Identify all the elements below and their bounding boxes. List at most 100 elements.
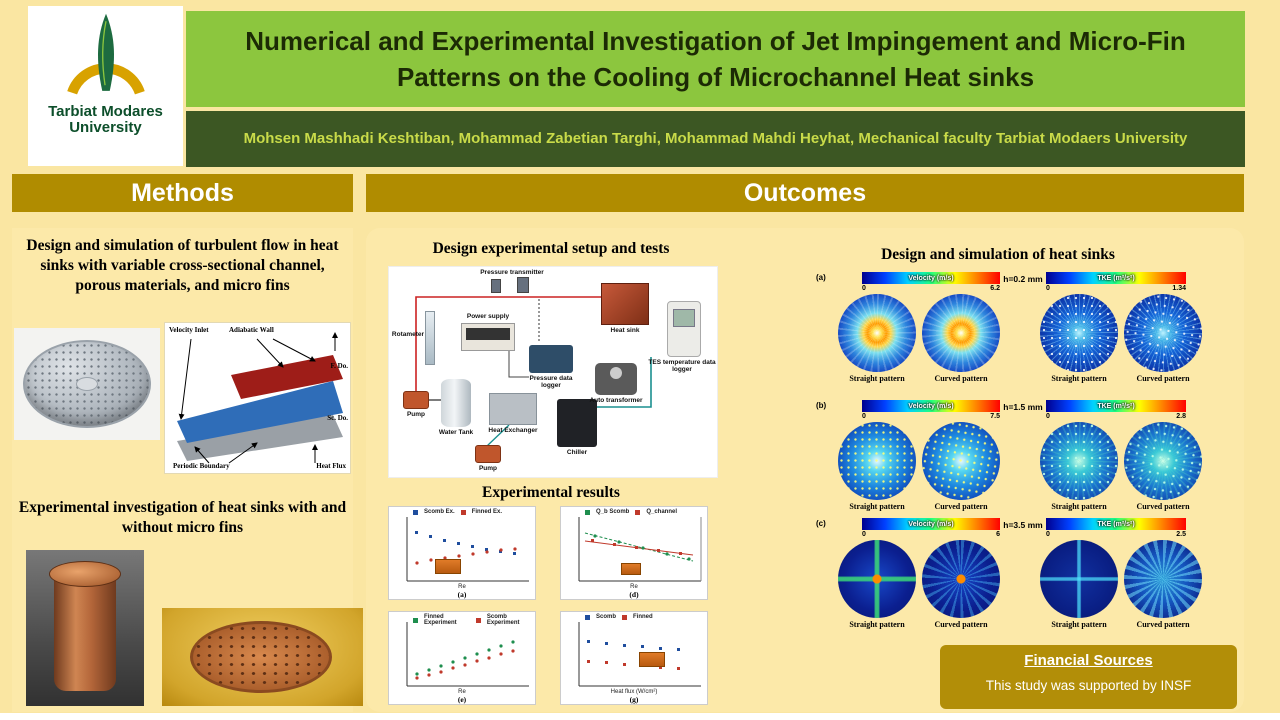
financial-sources-title: Financial Sources: [1024, 652, 1153, 669]
plot-a-legend2: Finned Ex.: [471, 509, 503, 515]
channel-schematic-image: Velocity Inlet Adiabatic Wall Periodic B…: [164, 322, 351, 474]
financial-sources-box: Financial Sources This study was support…: [940, 645, 1237, 709]
row-a-tke-max: 1.34: [1172, 285, 1186, 292]
channel-schematic-drawing: [177, 332, 343, 464]
row-a-height-label: h=0.2 mm: [1003, 274, 1043, 284]
label-tes-logger: TES temperature data logger: [648, 359, 716, 374]
plot-g-xlabel: Heat flux (W/cm²): [610, 689, 658, 695]
row-b-caption-1: Straight pattern: [849, 502, 905, 511]
simulation-row-c: (c) Velocity (m/s) TKE (m²/s²) h=3.5 mm …: [766, 518, 1230, 630]
label-power-supply: Power supply: [466, 313, 510, 320]
setup-section-title: Design experimental setup and tests: [432, 240, 670, 257]
plot-d-inset-image: [621, 563, 641, 575]
logo-name-line2: University: [69, 119, 142, 137]
row-a-tke-colorbar: TKE (m²/s²): [1046, 272, 1186, 284]
label-pump1: Pump: [406, 411, 426, 418]
result-plot-d: Q_b Scomb Q_channel Re (d): [560, 506, 708, 600]
authors-banner: Mohsen Mashhadi Keshtiban, Mohammad Zabe…: [186, 111, 1245, 167]
simulation-row-a: (a) Velocity (m/s) TKE (m²/s²) h=0.2 mm …: [766, 272, 1230, 384]
plot-e-legend1: Finned Experiment: [424, 614, 457, 626]
row-c-letter: (c): [816, 519, 826, 528]
row-a-caption-4: Curved pattern: [1136, 374, 1190, 383]
plot-g-legend1: Scomb: [596, 614, 617, 620]
row-a-velocity-curved-contour: [915, 287, 1007, 379]
label-water-tank: Water Tank: [438, 429, 474, 436]
row-c-tke-straight-contour: [1040, 540, 1118, 618]
heat-sink-disc-render: [23, 340, 151, 428]
rotameter-device: [425, 311, 435, 365]
plot-d-xlabel: Re: [630, 584, 638, 590]
tes-screen: [673, 309, 695, 327]
row-c-velocity-label: Velocity (m/s): [908, 520, 954, 528]
plot-d-legend2: Q_channel: [646, 509, 678, 515]
tes-data-logger-device: [667, 301, 701, 357]
plot-g-caption: (g): [629, 695, 639, 704]
row-a-velocity-label: Velocity (m/s): [908, 274, 954, 282]
row-b-velocity-label: Velocity (m/s): [908, 402, 954, 410]
row-b-height-label: h=1.5 mm: [1003, 402, 1043, 412]
pin-fin-disc: [190, 621, 332, 693]
transformer-dial: [610, 367, 622, 379]
row-c-vel-min: 0: [862, 531, 866, 538]
row-b-tke-min: 0: [1046, 413, 1050, 420]
row-c-tke-min: 0: [1046, 531, 1050, 538]
row-b-tke-label: TKE (m²/s²): [1097, 402, 1135, 410]
plot-e-canvas: [406, 622, 529, 687]
simulation-row-b: (b) Velocity (m/s) TKE (m²/s²) h=1.5 mm …: [766, 400, 1230, 512]
plot-a-legend1: Scomb Ex.: [424, 509, 455, 515]
heat-sink-cad-image: [14, 328, 160, 440]
chiller-device: [557, 399, 597, 447]
row-a-tke-straight-contour: [1040, 294, 1118, 372]
legend-marker-green: [585, 509, 590, 515]
row-c-tke-label: TKE (m²/s²): [1097, 520, 1135, 528]
label-periodic-boundary: Periodic Boundary: [173, 461, 230, 470]
methods-section-header: Methods: [12, 174, 353, 212]
label-velocity-inlet: Velocity Inlet: [169, 326, 209, 334]
label-auto-transformer: Auto transformer: [589, 397, 643, 404]
pump-device-2: [475, 445, 501, 463]
university-logo-box: Tarbiat Modares University: [28, 6, 183, 166]
row-a-velocity-straight-contour: [838, 294, 916, 372]
power-supply-device: [461, 323, 515, 351]
row-b-caption-4: Curved pattern: [1136, 502, 1190, 511]
water-tank-device: [441, 379, 471, 427]
label-heat-flux: Heat Flux: [316, 461, 346, 470]
label-pressure-transmitter: Pressure transmitter: [480, 269, 544, 276]
results-section-title: Experimental results: [482, 484, 620, 501]
methods-panel: Design and simulation of turbulent flow …: [12, 228, 363, 712]
pump-device-1: [403, 391, 429, 409]
plot-d-legend1: Q_b Scomb: [596, 509, 630, 515]
row-c-caption-1: Straight pattern: [849, 620, 905, 629]
plot-a-inset-image: [435, 559, 461, 574]
row-c-tke-curved-contour: [1124, 540, 1202, 618]
disc-center-hole: [76, 377, 98, 391]
logo-name-line1: Tarbiat Modares: [48, 103, 163, 120]
plot-a-caption: (a): [457, 590, 467, 599]
label-rotameter: Rotameter: [391, 331, 425, 338]
row-a-letter: (a): [816, 273, 826, 282]
row-a-caption-3: Straight pattern: [1051, 374, 1107, 383]
copper-cylinder: [47, 561, 123, 695]
result-plot-a: Scomb Ex. Finned Ex. Re (a): [388, 506, 536, 600]
plot-e-xlabel: Re: [458, 689, 466, 695]
result-plot-g: Scomb Finned Heat flux (W/cm²) (g): [560, 611, 708, 705]
methods-heading: Methods: [131, 178, 234, 207]
legend-marker-red: [622, 614, 628, 620]
legend-marker-blue: [413, 509, 418, 515]
plot-e-legend2: Scomb Experiment: [486, 614, 520, 626]
row-a-caption-2: Curved pattern: [934, 374, 988, 383]
label-heat-exchanger: Heat Exchanger: [488, 427, 538, 434]
plot-a-xlabel: Re: [458, 584, 466, 590]
row-b-velocity-straight-contour: [838, 422, 916, 500]
row-b-caption-3: Straight pattern: [1051, 502, 1107, 511]
row-c-velocity-curved-contour: [922, 540, 1000, 618]
legend-marker-green: [413, 617, 418, 623]
label-heat-sink: Heat sink: [610, 327, 640, 334]
methods-experiment-text: Experimental investigation of heat sinks…: [18, 499, 347, 536]
row-c-caption-4: Curved pattern: [1136, 620, 1190, 629]
row-b-tke-max: 2.8: [1176, 413, 1186, 420]
legend-marker-red: [635, 509, 641, 515]
label-pump2: Pump: [478, 465, 498, 472]
row-c-tke-colorbar: TKE (m²/s²): [1046, 518, 1186, 530]
heat-exchanger-device: [489, 393, 537, 425]
